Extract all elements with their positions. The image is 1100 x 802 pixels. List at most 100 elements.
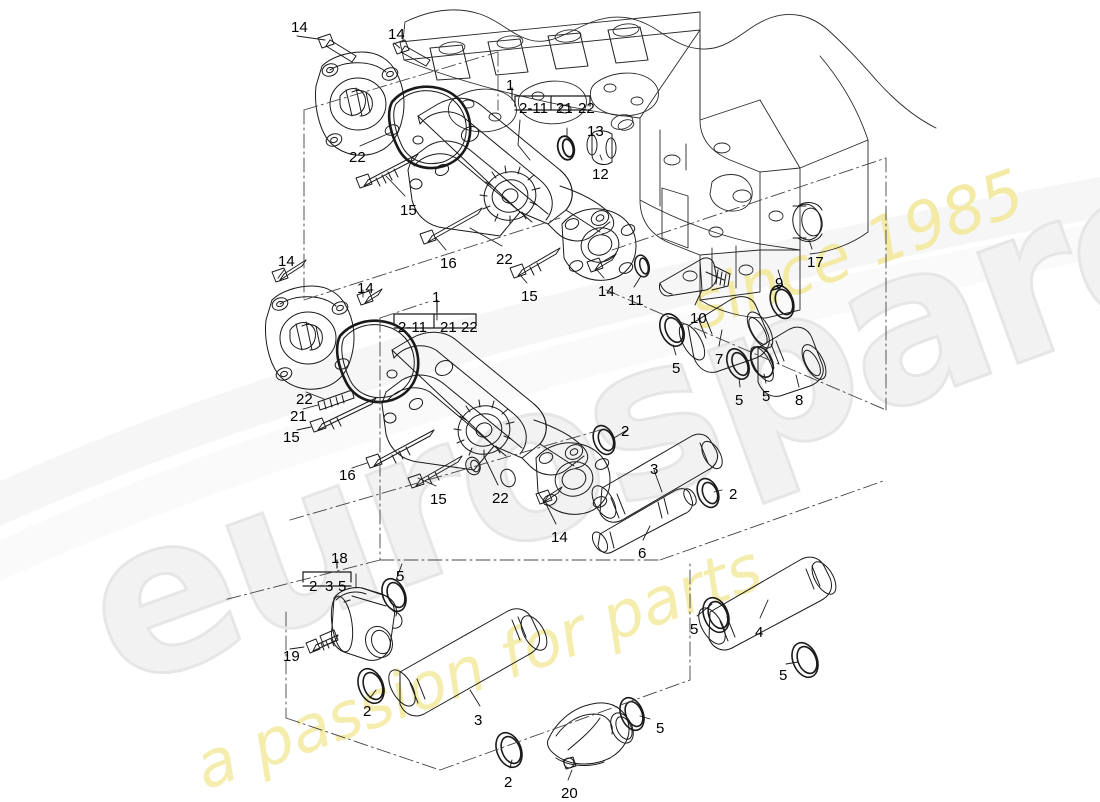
callout-22: 22 — [492, 490, 509, 507]
part-10-shaft — [659, 257, 731, 297]
part-5-oring-c — [749, 346, 775, 378]
callout-4: 4 — [755, 624, 764, 641]
bolt-14-d — [356, 288, 383, 306]
callout-20: 20 — [561, 785, 578, 802]
bolt-16-a — [419, 207, 483, 245]
callout-2: 2 — [363, 703, 372, 720]
callout-5: 5 — [396, 568, 405, 585]
callout-6: 6 — [638, 545, 647, 562]
callout-9: 9 — [775, 275, 784, 292]
callout-15: 15 — [283, 429, 300, 446]
part-22-gasket-upper-inner — [393, 90, 467, 165]
lower-pump-body — [381, 331, 589, 476]
part-4-pipe-lower — [698, 556, 837, 651]
callout-22: 22 — [578, 100, 595, 117]
part-12-bushing — [586, 130, 617, 165]
callout-18: 18 — [331, 550, 348, 567]
callout-16: 16 — [339, 467, 356, 484]
part-17-seal-cap — [792, 202, 823, 242]
part-22-gasket-upper — [387, 85, 472, 170]
part-3-pipe-upper — [591, 433, 723, 523]
callout-14: 14 — [278, 253, 295, 270]
callout-14: 14 — [291, 19, 308, 36]
callout-22: 22 — [461, 319, 478, 336]
callout-21: 21 — [556, 100, 573, 117]
callout-14: 14 — [551, 529, 568, 546]
part-22-gasket-lower — [335, 319, 420, 404]
part-3-pipe-bottom — [388, 608, 548, 717]
part-18-housing — [319, 587, 403, 661]
bolt-14-b — [392, 39, 431, 67]
assembly-frames — [223, 51, 887, 771]
part-2-oring-b — [696, 477, 720, 509]
bolt-15-c — [309, 397, 377, 433]
callout-15: 15 — [400, 202, 417, 219]
callout-14: 14 — [598, 283, 615, 300]
callout-22: 22 — [349, 149, 366, 166]
upper-pump-body — [407, 97, 615, 242]
part-5-oring-f — [381, 577, 407, 613]
callout-3: 3 — [325, 578, 334, 595]
callout-5: 5 — [779, 667, 788, 684]
bracket-group-1 — [511, 87, 591, 111]
callout-8: 8 — [795, 392, 804, 409]
bolt-14-c — [586, 253, 617, 273]
part-13-o-ring — [556, 135, 576, 161]
bracket-group-18 — [302, 559, 352, 587]
lower-pump-end-flange — [535, 442, 611, 515]
part-22-gasket-lower-inner — [341, 324, 415, 399]
part-5-oring-d — [702, 596, 730, 634]
callout-15: 15 — [521, 288, 538, 305]
part-7-sleeve — [678, 296, 774, 373]
callout-5: 5 — [656, 720, 665, 737]
part-2-oring-d — [495, 731, 523, 769]
callout-17: 17 — [807, 254, 824, 271]
leader-lines — [277, 35, 813, 781]
part-5-oring-b — [725, 348, 751, 380]
callout-15: 15 — [430, 491, 447, 508]
bolt-15-b — [509, 247, 561, 279]
callout-5: 5 — [735, 392, 744, 409]
callout-10: 10 — [690, 310, 707, 327]
part-6-pipe-thin — [591, 488, 697, 554]
callout-22: 22 — [296, 391, 313, 408]
bolt-14-a — [317, 33, 357, 63]
part-5-oring-e — [791, 641, 819, 679]
callout-14: 14 — [357, 280, 374, 297]
callout-14: 14 — [388, 26, 405, 43]
callout-16: 16 — [440, 255, 457, 272]
callout-5: 5 — [690, 621, 699, 638]
engine-block-outline — [399, 9, 937, 319]
lower-pump-cover — [265, 285, 355, 390]
callout-2: 2 — [309, 578, 318, 595]
callout-2-11: 2-11 — [398, 319, 427, 336]
callout-7: 7 — [715, 351, 724, 368]
bolt-15-d — [407, 455, 463, 489]
part-2-oring-c — [357, 667, 385, 705]
bolt-14-f — [535, 486, 563, 505]
callout-3: 3 — [650, 461, 659, 478]
part-5-oring-g — [619, 696, 645, 732]
callout-5: 5 — [672, 360, 681, 377]
part-8-sleeve — [750, 326, 827, 397]
upper-pump-end-flange — [561, 208, 637, 281]
callout-13: 13 — [587, 123, 604, 140]
part-11-ring — [633, 254, 651, 278]
lower-pump-small-boss — [465, 456, 516, 488]
callout-3: 3 — [474, 712, 483, 729]
callout-1: 1 — [506, 77, 515, 94]
upper-pump-cover — [315, 51, 405, 156]
part-9-ring — [769, 284, 795, 320]
screw-19 — [305, 634, 339, 654]
elbow-fitting — [547, 702, 634, 766]
callout-2-11: 2-11 — [519, 100, 548, 117]
callout-22: 22 — [496, 251, 513, 268]
callout-11: 11 — [628, 292, 644, 309]
part-2-oring-a — [592, 424, 616, 456]
callout-2: 2 — [504, 774, 513, 791]
bolt-15-a — [355, 153, 419, 189]
part-5-oring-a — [659, 313, 685, 347]
